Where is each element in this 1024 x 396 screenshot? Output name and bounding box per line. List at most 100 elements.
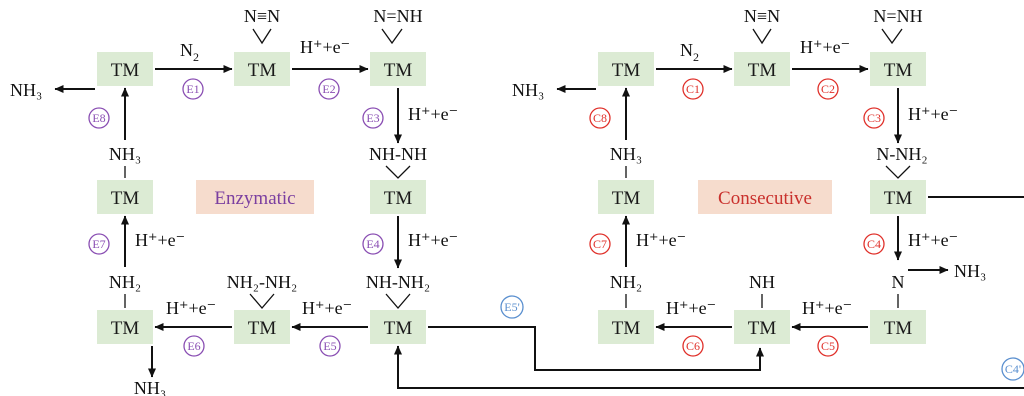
tm-node-e-top-left: TM — [97, 52, 153, 86]
bond-v-e-top-right — [381, 28, 403, 45]
svg-text:C4: C4 — [867, 237, 881, 251]
svg-text:E5': E5' — [504, 300, 520, 314]
step-c4-prime: C4' — [1001, 357, 1024, 381]
species-nh3-bound-e: NH₃ — [109, 144, 141, 164]
tm-node-c-bottom-right: TM — [870, 310, 926, 344]
n2-reagent-e: N2 — [180, 40, 199, 64]
svg-text:C3: C3 — [867, 111, 881, 125]
step-e1: E1 — [182, 78, 204, 100]
species-nh2-nh2-e: NH₂-NH₂ — [227, 272, 298, 292]
proton-electron-label-c5: H⁺+e⁻ — [802, 298, 852, 318]
tm-node-e-bottom-left: TM — [97, 310, 153, 344]
tm-node-e-mid-left: TM — [97, 180, 153, 214]
step-c2: C2 — [817, 78, 839, 100]
svg-text:TM: TM — [248, 318, 277, 339]
svg-text:TM: TM — [884, 188, 913, 209]
species-nh3-release-e8: NH₃ — [10, 80, 42, 100]
svg-text:C5: C5 — [821, 339, 835, 353]
step-c7: C7 — [589, 233, 611, 255]
step-e2: E2 — [318, 78, 340, 100]
bond-v-e-bottom-mid — [249, 293, 275, 309]
svg-text:C1: C1 — [686, 82, 700, 96]
step-c8: C8 — [589, 107, 611, 129]
svg-text:TM: TM — [248, 60, 277, 81]
tm-node-c-top-mid: TM — [734, 52, 790, 86]
species-nh-nh2-e: NH-NH₂ — [366, 272, 430, 292]
svg-text:C4': C4' — [1005, 362, 1021, 376]
bond-v-c-top-right — [881, 28, 903, 45]
consecutive-title-box — [698, 180, 832, 214]
step-c5: C5 — [817, 335, 839, 357]
species-nh2-e: NH₂ — [109, 272, 141, 292]
species-nh2-c: NH₂ — [610, 272, 642, 292]
step-e5-prime: E5' — [500, 295, 524, 319]
proton-electron-label-c3: H⁺+e⁻ — [908, 104, 958, 124]
consecutive-title: Consecutive — [718, 188, 812, 209]
species-nh3-e6: NH₃ — [134, 378, 166, 396]
tm-node-e-top-right: TM — [370, 52, 426, 86]
step-c6: C6 — [682, 335, 704, 357]
tm-node-c-bottom-mid: TM — [734, 310, 790, 344]
species-nh3-release-c4: NH₃ — [954, 261, 986, 281]
proton-electron-label-c4: H⁺+e⁻ — [908, 230, 958, 250]
step-c1: C1 — [682, 78, 704, 100]
svg-text:TM: TM — [111, 188, 140, 209]
species-n-double-nh-c: N=NH — [873, 6, 922, 26]
svg-text:E6: E6 — [187, 339, 200, 353]
tm-node-c-top-right: TM — [870, 52, 926, 86]
species-n-nh2-c: N-NH₂ — [876, 144, 927, 164]
svg-text:TM: TM — [111, 318, 140, 339]
enzymatic-title: Enzymatic — [214, 188, 295, 209]
species-n-c: N — [892, 272, 905, 292]
step-e7: E7 — [88, 233, 110, 255]
bond-v-c-top-mid — [752, 28, 772, 45]
species-n-double-nh-e: N=NH — [373, 6, 422, 26]
svg-text:C6: C6 — [686, 339, 700, 353]
cross-branch-c4-prime: C4' — [394, 345, 1024, 389]
svg-text:TM: TM — [748, 60, 777, 81]
proton-electron-label-e2: H⁺+e⁻ — [300, 37, 350, 57]
svg-text:TM: TM — [884, 60, 913, 81]
proton-electron-label-c6: H⁺+e⁻ — [666, 298, 716, 318]
step-e6: E6 — [183, 335, 205, 357]
step-e4: E4 — [362, 233, 384, 255]
svg-text:TM: TM — [111, 60, 140, 81]
species-n-triple-n-c: N≡N — [744, 6, 780, 26]
svg-text:TM: TM — [384, 188, 413, 209]
proton-electron-label-e6: H⁺+e⁻ — [166, 298, 216, 318]
proton-electron-label-c2: H⁺+e⁻ — [800, 37, 850, 57]
svg-text:E3: E3 — [366, 111, 379, 125]
tm-node-e-top-mid: TM — [234, 52, 290, 86]
step-c3: C3 — [863, 107, 885, 129]
svg-text:E7: E7 — [92, 237, 105, 251]
svg-text:TM: TM — [384, 60, 413, 81]
species-nh-c: NH — [749, 272, 775, 292]
svg-text:E2: E2 — [322, 82, 335, 96]
svg-text:TM: TM — [884, 318, 913, 339]
species-n-triple-n-e: N≡N — [244, 6, 280, 26]
svg-text:C7: C7 — [593, 237, 607, 251]
svg-text:TM: TM — [612, 60, 641, 81]
svg-text:TM: TM — [384, 318, 413, 339]
svg-text:C8: C8 — [593, 111, 607, 125]
bond-v-e-bottom-right — [385, 293, 411, 309]
proton-electron-label-e5: H⁺+e⁻ — [302, 298, 352, 318]
species-nh3-release-c8: NH₃ — [512, 80, 544, 100]
tm-node-e-mid-right: TM — [370, 180, 426, 214]
svg-text:C2: C2 — [821, 82, 835, 96]
tm-node-e-bottom-right: TM — [370, 310, 426, 344]
consecutive-pathway: TM TM TM TM TM TM TM TM Consecutive N2 H… — [512, 6, 1024, 357]
cross-branch-e5-prime: E5' — [428, 295, 764, 371]
svg-text:E4: E4 — [366, 237, 379, 251]
enzymatic-pathway: TM TM TM TM TM TM TM TM Enzymatic N2 H⁺+… — [10, 6, 458, 396]
bond-v-c-mid-right — [885, 165, 911, 179]
tm-node-c-top-left: TM — [598, 52, 654, 86]
tm-node-c-mid-left: TM — [598, 180, 654, 214]
tm-node-e-bottom-mid: TM — [234, 310, 290, 344]
proton-electron-label-e3: H⁺+e⁻ — [408, 104, 458, 124]
svg-text:TM: TM — [748, 318, 777, 339]
tm-node-c-bottom-left: TM — [598, 310, 654, 344]
proton-electron-label-e4: H⁺+e⁻ — [408, 230, 458, 250]
enzymatic-title-box — [196, 180, 314, 214]
